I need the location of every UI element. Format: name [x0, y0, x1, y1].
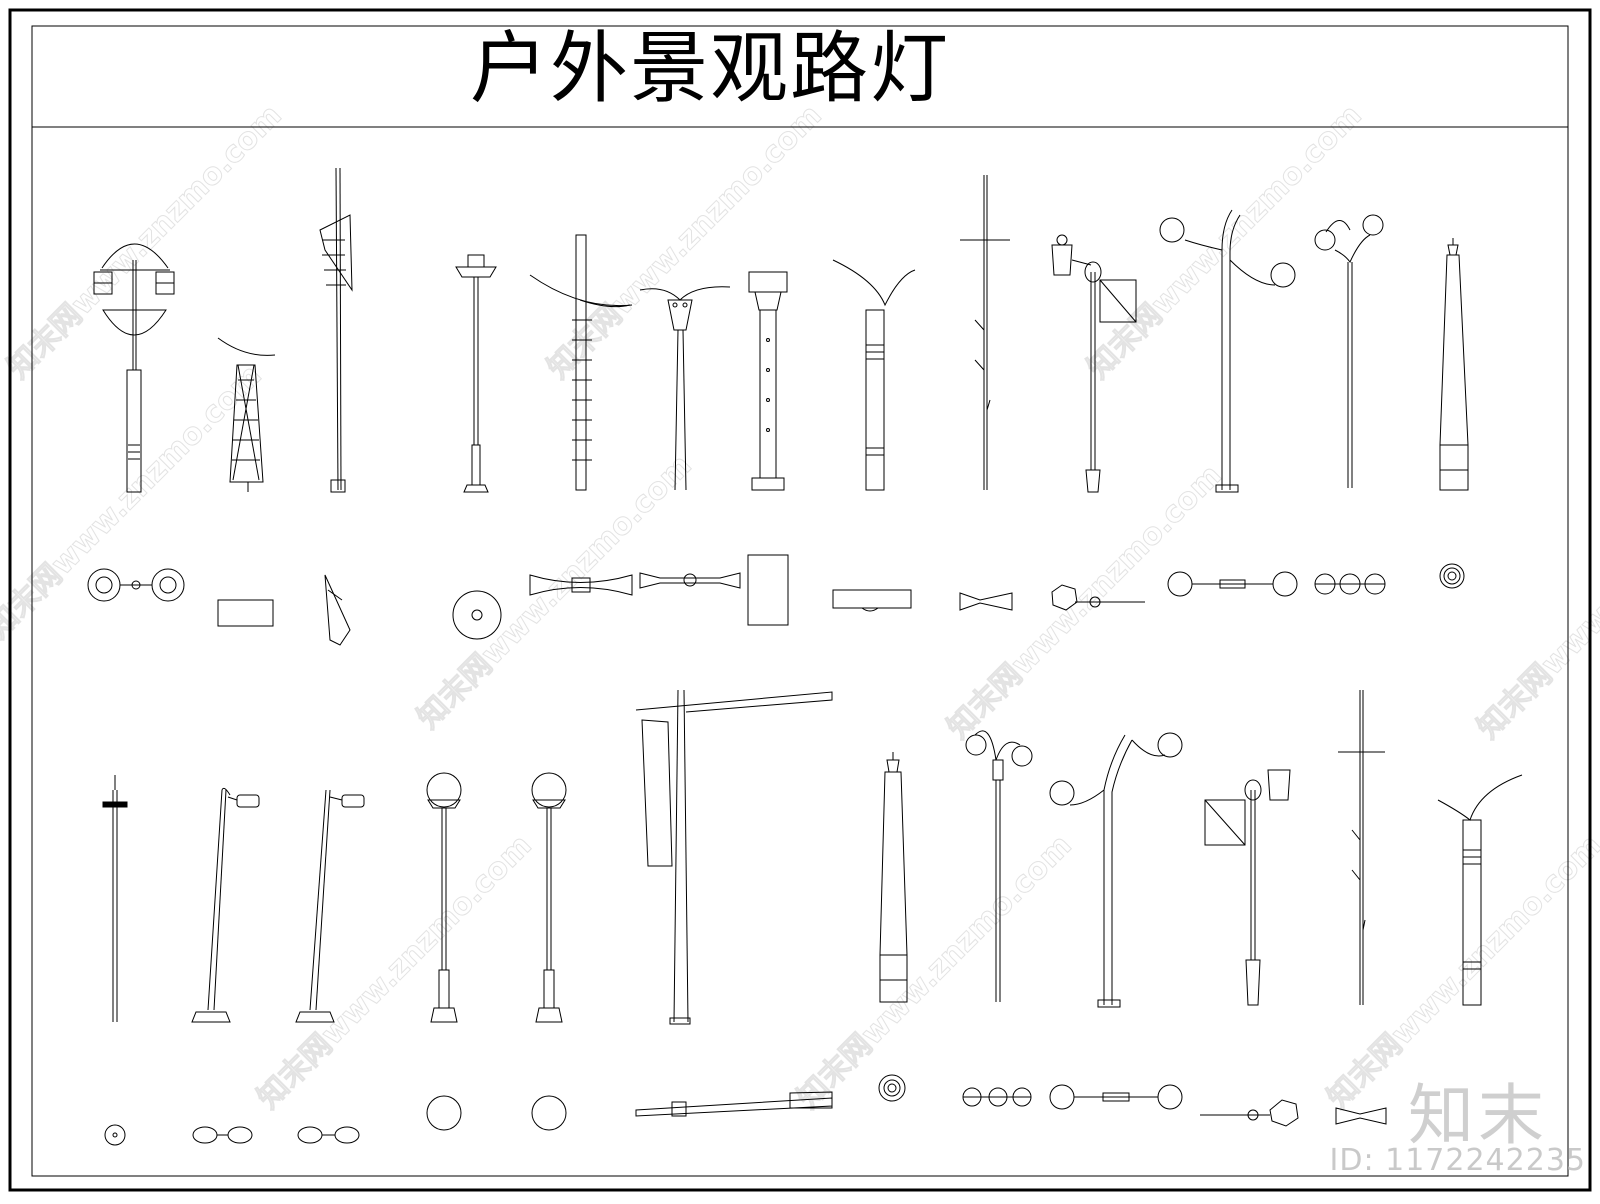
lamp-elevation-14 — [103, 775, 127, 1022]
lamp-elevation-8 — [833, 260, 915, 490]
lamp-elevation-2 — [218, 338, 275, 492]
brand-logo: 知末 — [1408, 1077, 1548, 1154]
lamp-elevation-22 — [1050, 733, 1182, 1007]
lamp-plan-8 — [833, 590, 911, 611]
lamp-plan-15 — [193, 1127, 252, 1143]
lamp-plan-21 — [963, 1088, 1031, 1106]
lamp-elevation-3 — [320, 168, 352, 492]
lamp-elevation-11 — [1160, 210, 1295, 492]
lamp-elevation-13 — [1440, 238, 1468, 490]
drawing-frame — [10, 10, 1590, 1190]
watermark: 知末网www.znzmo.com — [791, 828, 1079, 1116]
lamp-plan-12 — [1315, 574, 1385, 594]
lamp-elevation-20 — [880, 752, 907, 1002]
lamp-elevation-17 — [427, 773, 461, 1022]
lamp-plan-9 — [960, 593, 1012, 610]
lamp-plan-3 — [325, 575, 350, 645]
lamp-elevation-4 — [456, 255, 496, 492]
lamp-plan-7 — [748, 555, 788, 625]
lamp-plan-2 — [218, 600, 273, 626]
lamp-elevation-18 — [532, 773, 566, 1022]
watermark: 知末网www.znzmo.com — [541, 98, 829, 386]
lamp-elevation-12 — [1315, 215, 1383, 488]
lamp-elevation-15 — [192, 788, 259, 1022]
lamp-elevation-1 — [94, 244, 174, 492]
lamp-elevation-7 — [749, 272, 787, 490]
lamp-plan-5 — [530, 575, 632, 595]
watermark: 知末网www.znzmo.com — [1081, 98, 1369, 386]
watermark: 知末网www.znzmo.com — [251, 828, 539, 1116]
lamp-elevation-5 — [530, 235, 632, 490]
lamp-elevation-9 — [960, 175, 1010, 490]
lamp-plan-1 — [88, 569, 184, 601]
lamp-elevation-19 — [636, 690, 832, 1024]
lamp-plan-13 — [1440, 564, 1464, 588]
drawing-title: 户外景观路灯 — [470, 24, 951, 114]
lamp-plan-20 — [879, 1075, 905, 1101]
lamp-elevation-16 — [296, 790, 364, 1022]
lamp-elevation-24 — [1338, 690, 1385, 1005]
lamp-plan-22 — [1050, 1085, 1182, 1109]
lamp-plan-6 — [640, 573, 740, 588]
lamp-elevation-21 — [966, 731, 1032, 1002]
lamp-plan-11 — [1168, 572, 1297, 596]
lamp-plan-18 — [532, 1096, 566, 1130]
lamp-plan-17 — [427, 1096, 461, 1130]
lamp-plan-4 — [453, 591, 501, 639]
lamp-plan-14 — [105, 1125, 125, 1145]
lamp-plan-10 — [1052, 585, 1145, 610]
watermark: 知末网www.znzmo.com — [0, 358, 269, 646]
lamp-elevation-6 — [640, 287, 730, 490]
watermark: 知末网www.znzmo.com — [1, 98, 289, 386]
lamp-elevation-25 — [1438, 775, 1522, 1005]
lamp-elevation-23 — [1205, 770, 1290, 1005]
lamp-plan-19 — [636, 1092, 832, 1116]
watermark: 知末网www.znzmo.com — [1471, 458, 1600, 746]
lamp-plan-16 — [298, 1127, 359, 1143]
watermark: 知末网www.znzmo.com — [411, 448, 699, 736]
lamp-elevation-10 — [1052, 235, 1136, 492]
lamp-plan-23 — [1200, 1100, 1298, 1126]
lamp-plan-24 — [1336, 1108, 1386, 1124]
image-id-label: ID: 1172242235 — [1329, 1143, 1586, 1178]
